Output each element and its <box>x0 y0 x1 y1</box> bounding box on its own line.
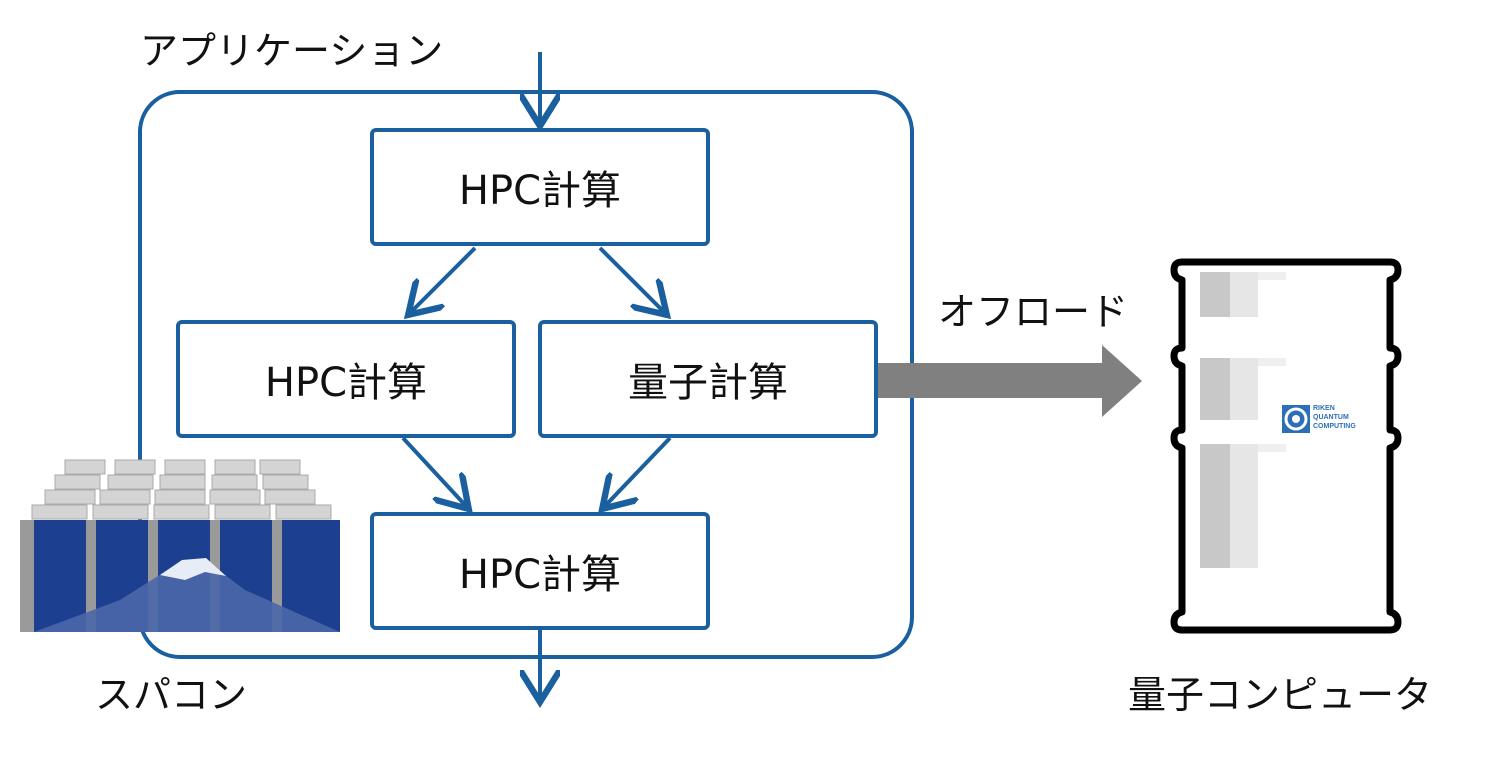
arrow-top-to-left <box>411 246 477 312</box>
box-label: HPC計算 <box>458 168 622 214</box>
arrow-right-to-bottom <box>605 436 672 506</box>
quantum-computer-label: 量子コンピュータ <box>1128 673 1433 717</box>
hpc-compute-box-left: HPC計算 <box>176 320 516 438</box>
arrow-left-to-bottom <box>401 436 466 506</box>
supercomputer-icon <box>20 459 340 632</box>
logo-line-3: COMPUTING <box>1313 423 1356 430</box>
logo-line-2: QUANTUM <box>1313 414 1349 421</box>
quantum-computer-icon <box>1170 258 1402 634</box>
hpc-compute-box-top: HPC計算 <box>370 128 710 246</box>
box-label: HPC計算 <box>264 360 428 406</box>
logo-line-1: RIKEN <box>1313 405 1335 412</box>
offload-label: オフロード <box>938 290 1129 334</box>
riken-logo-text: RIKEN QUANTUM COMPUTING <box>1313 404 1356 431</box>
application-label: アプリケーション <box>140 29 444 73</box>
supercomputer-label: スパコン <box>95 673 248 717</box>
offload-arrow-icon <box>842 345 1142 417</box>
arrow-top-to-right <box>598 246 664 312</box>
box-label: HPC計算 <box>458 552 622 598</box>
hpc-compute-box-bottom: HPC計算 <box>370 512 710 630</box>
quantum-compute-box: 量子計算 <box>538 320 878 438</box>
box-label: 量子計算 <box>628 360 788 406</box>
